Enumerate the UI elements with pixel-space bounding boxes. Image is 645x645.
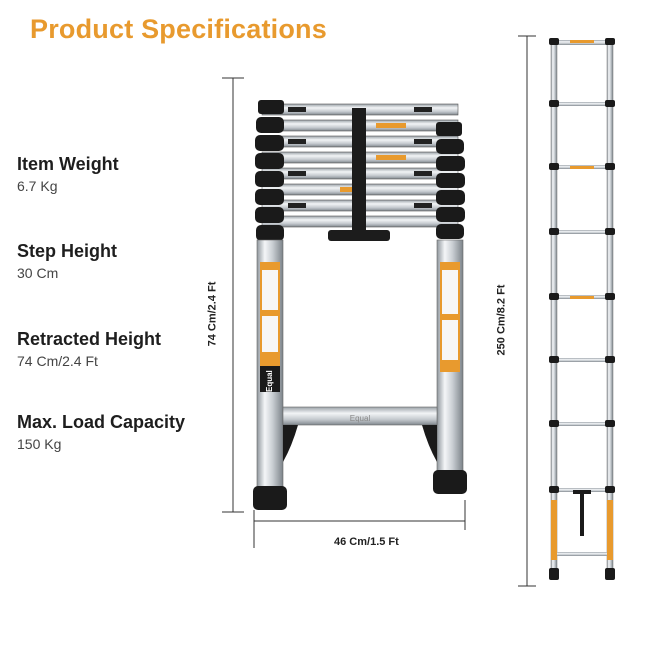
extended-ladder — [549, 38, 615, 580]
spec-label: Retracted Height — [17, 329, 162, 349]
bottom-rung — [282, 406, 438, 426]
dimension-retracted-height — [222, 77, 244, 513]
retracted-ladder: Equal Equal — [253, 100, 467, 510]
spec-label: Max. Load Capacity — [17, 412, 186, 432]
page-title: Product Specifications — [30, 14, 327, 44]
left-bracket — [283, 425, 298, 462]
spec-retracted-height: Retracted Height 74 Cm/2.4 Ft — [17, 328, 161, 371]
right-foot — [433, 470, 467, 494]
extended-height-label: 250 Cm/8.2 Ft — [495, 284, 508, 356]
spec-label: Item Weight — [17, 154, 119, 174]
right-hinge-caps — [436, 122, 465, 239]
left-foot — [253, 486, 287, 510]
retracted-height-label: 74 Cm/2.4 Ft — [206, 281, 219, 347]
pole-brand-text: Equal — [265, 370, 274, 392]
spec-value: 6.7 Kg — [17, 178, 58, 194]
spec-value: 150 Kg — [17, 436, 62, 452]
extended-rungs — [556, 40, 608, 556]
left-hinge-caps — [255, 100, 284, 241]
spec-max-load: Max. Load Capacity 150 Kg — [17, 411, 185, 454]
rung-brand-text: Equal — [350, 414, 371, 423]
carry-handle — [328, 230, 390, 241]
dimension-width — [253, 500, 466, 548]
spec-item-weight: Item Weight 6.7 Kg — [17, 153, 119, 196]
right-bracket — [422, 425, 437, 462]
width-label: 46 Cm/1.5 Ft — [334, 536, 399, 548]
spec-label: Step Height — [17, 241, 118, 261]
spec-step-height: Step Height 30 Cm — [17, 240, 117, 283]
dimension-extended-height — [518, 35, 536, 587]
extended-joint-caps — [549, 38, 615, 580]
carry-strap — [352, 108, 366, 234]
spec-value: 74 Cm/2.4 Ft — [17, 353, 98, 369]
spec-value: 30 Cm — [17, 265, 59, 281]
